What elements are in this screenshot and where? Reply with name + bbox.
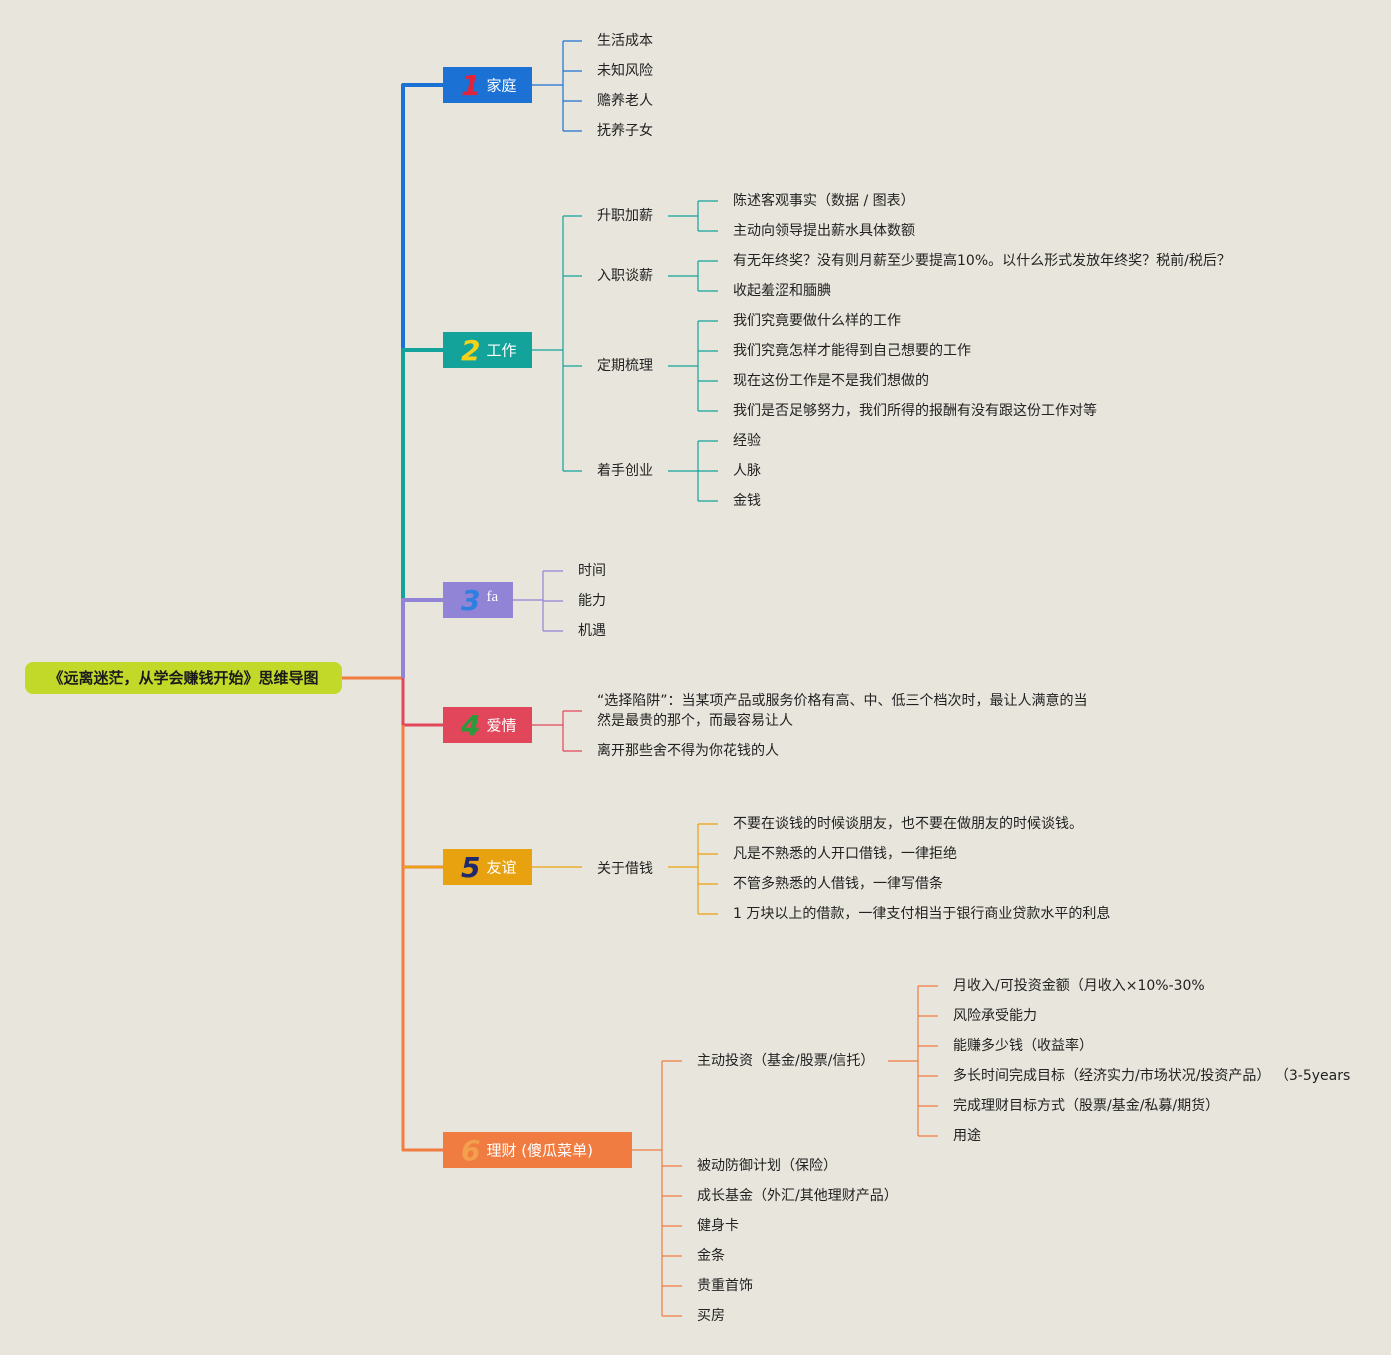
money-item[interactable]: 买房 (697, 1308, 725, 1324)
branch-friend-label: 友谊 (486, 858, 517, 877)
friend-item[interactable]: 1 万块以上的借款，一律支付相当于银行商业贷款水平的利息 (733, 906, 1111, 922)
love-item[interactable]: “选择陷阱”：当某项产品或服务价格有高、中、低三个档次时，最让人满意的当然是最贵… (597, 693, 1088, 729)
trunk-love (401, 678, 443, 727)
money-item[interactable]: 贵重首饰 (697, 1278, 753, 1294)
friend-item[interactable]: 不要在谈钱的时候谈朋友，也不要在做朋友的时候谈钱。 (733, 816, 1083, 832)
trunk-friend-seg (401, 725, 443, 869)
family-item[interactable]: 抚养子女 (597, 123, 653, 139)
branch-family-label: 家庭 (486, 76, 517, 95)
love-item[interactable]: 离开那些舍不得为你花钱的人 (597, 743, 779, 759)
branch-friend[interactable]: 5 友谊 (443, 849, 532, 885)
family-item[interactable]: 赡养老人 (597, 93, 653, 109)
money-active-item[interactable]: 多长时间完成目标（经济实力/市场状况/投资产品） （3-5years (953, 1068, 1351, 1084)
branch-fa-label: fa (486, 588, 499, 605)
money-item[interactable]: 健身卡 (697, 1218, 739, 1234)
work-group-review[interactable]: 定期梳理 (597, 358, 653, 374)
friend-group-lending[interactable]: 关于借钱 (597, 861, 653, 877)
work-item[interactable]: 经验 (733, 433, 761, 449)
work-item[interactable]: 金钱 (733, 493, 761, 509)
work-item[interactable]: 人脉 (733, 463, 761, 479)
trunk-fa (401, 598, 443, 678)
trunk-work (401, 348, 443, 600)
money-group-active[interactable]: 主动投资（基金/股票/信托） (697, 1053, 875, 1069)
branch-friend-number: 5 (461, 850, 481, 884)
friend-item[interactable]: 不管多熟悉的人借钱，一律写借条 (733, 876, 943, 892)
branch-love[interactable]: 4 爱情 (443, 707, 532, 743)
money-item[interactable]: 成长基金（外汇/其他理财产品） (697, 1188, 898, 1204)
branch-fa-number: 3 (461, 583, 481, 617)
work-item[interactable]: 主动向领导提出薪水具体数额 (733, 223, 915, 239)
friend-item[interactable]: 凡是不熟悉的人开口借钱，一律拒绝 (733, 846, 957, 862)
work-item[interactable]: 收起羞涩和腼腆 (733, 283, 831, 299)
work-item[interactable]: 我们究竟要做什么样的工作 (733, 313, 901, 329)
family-item[interactable]: 未知风险 (597, 63, 653, 79)
branch-work-number: 2 (461, 333, 481, 367)
branch-love-number: 4 (461, 708, 481, 742)
work-item[interactable]: 我们是否足够努力，我们所得的报酬有没有跟这份工作对等 (733, 403, 1097, 419)
branch-money-number: 6 (461, 1133, 481, 1167)
branch-money[interactable]: 6 理财 (傻瓜菜单) (443, 1132, 632, 1168)
work-item[interactable]: 现在这份工作是不是我们想做的 (733, 373, 929, 389)
money-active-item[interactable]: 完成理财目标方式（股票/基金/私募/期货） (953, 1098, 1220, 1114)
branch-work-label: 工作 (486, 341, 517, 360)
branch-fa[interactable]: 3 fa (443, 582, 513, 618)
family-item[interactable]: 生活成本 (597, 33, 653, 49)
branch-work[interactable]: 2 工作 (443, 332, 532, 368)
work-item[interactable]: 陈述客观事实（数据 / 图表） (733, 193, 915, 209)
branch-love-label: 爱情 (486, 716, 517, 735)
money-active-item[interactable]: 能赚多少钱（收益率） (953, 1038, 1093, 1054)
work-item[interactable]: 我们究竟怎样才能得到自己想要的工作 (733, 343, 971, 359)
root-node[interactable]: 《远离迷茫，从学会赚钱开始》思维导图 (25, 662, 342, 694)
fa-item[interactable]: 机遇 (578, 623, 606, 639)
branch-family[interactable]: 1 家庭 (443, 67, 532, 103)
branch-family-number: 1 (461, 68, 481, 102)
fa-item[interactable]: 能力 (578, 593, 606, 609)
work-group-startup[interactable]: 着手创业 (597, 463, 653, 479)
money-item[interactable]: 金条 (697, 1248, 725, 1264)
money-active-item[interactable]: 月收入/可投资金额（月收入×10%-30% (953, 978, 1205, 994)
trunk-money (401, 867, 443, 1152)
trunk-family (401, 83, 443, 678)
work-item[interactable]: 有无年终奖？没有则月薪至少要提高10%。以什么形式发放年终奖？税前/税后？ (733, 253, 1231, 269)
work-group-salary[interactable]: 入职谈薪 (597, 268, 653, 284)
money-active-item[interactable]: 风险承受能力 (953, 1008, 1037, 1024)
work-group-promotion[interactable]: 升职加薪 (597, 208, 653, 224)
fa-item[interactable]: 时间 (578, 563, 606, 579)
money-item[interactable]: 被动防御计划（保险） (697, 1158, 837, 1174)
branch-money-label: 理财 (傻瓜菜单) (486, 1141, 593, 1160)
money-active-item[interactable]: 用途 (953, 1128, 981, 1144)
